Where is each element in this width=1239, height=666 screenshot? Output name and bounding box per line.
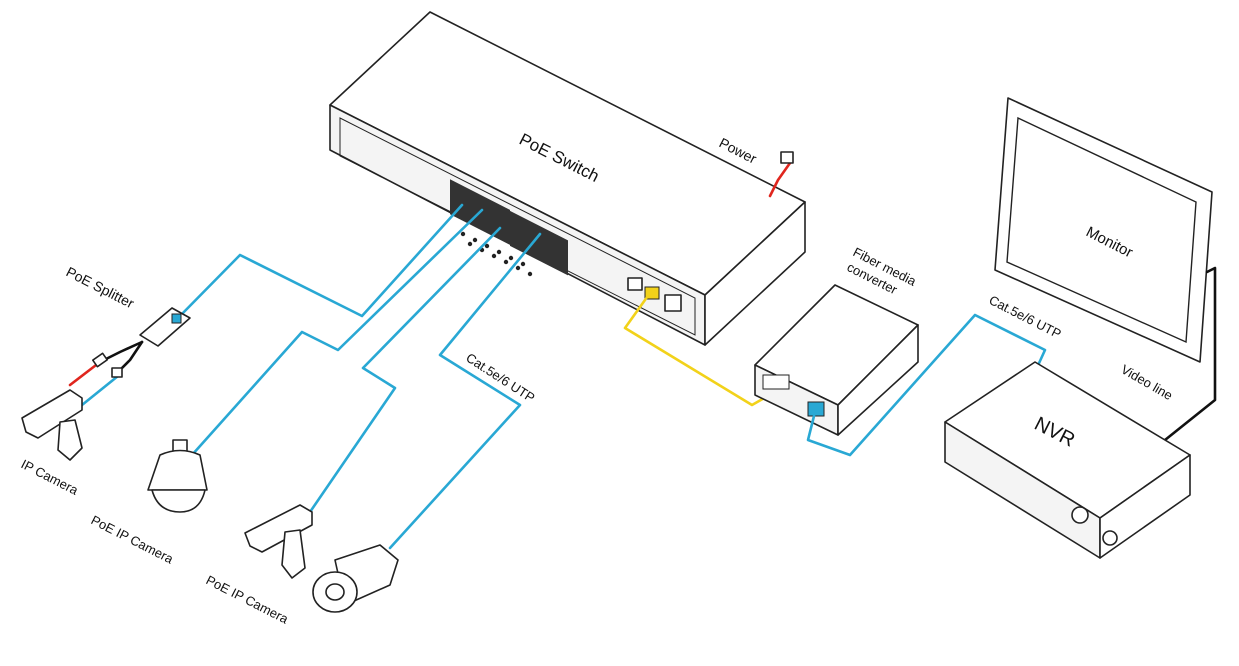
cable-nvr (806, 313, 1047, 457)
ip-camera-label: IP Camera (19, 456, 82, 498)
nvr: NVR (944, 361, 1191, 559)
cable-box-camera (308, 226, 502, 514)
fiber-media-converter: Fiber media converter (754, 244, 919, 436)
power-socket-icon (780, 151, 794, 164)
poe-ip-camera-2-label: PoE IP Camera (204, 572, 292, 627)
ip-camera: IP Camera (19, 389, 83, 498)
cable-splitter (176, 203, 464, 320)
poe-box-camera (244, 504, 313, 579)
switch-side (704, 201, 806, 346)
poe-ip-camera-1-label: PoE IP Camera (89, 512, 177, 567)
camera-cables: Cat.5e/6 UTP (176, 203, 542, 550)
video-line-cable (1163, 266, 1217, 442)
poe-splitter: PoE Splitter (64, 263, 191, 407)
video-line-label: Video line (1119, 362, 1176, 403)
cat-nvr-label: Cat.5e/6 UTP (987, 292, 1064, 341)
switch-port-leds (460, 231, 533, 277)
poe-switch: PoE Switch (329, 11, 806, 346)
monitor: Monitor (994, 97, 1213, 363)
cable-bullet (388, 232, 542, 550)
poe-dome-camera: PoE IP Camera (89, 439, 208, 567)
poe-splitter-label: PoE Splitter (64, 263, 137, 311)
cable-dome (190, 208, 484, 457)
